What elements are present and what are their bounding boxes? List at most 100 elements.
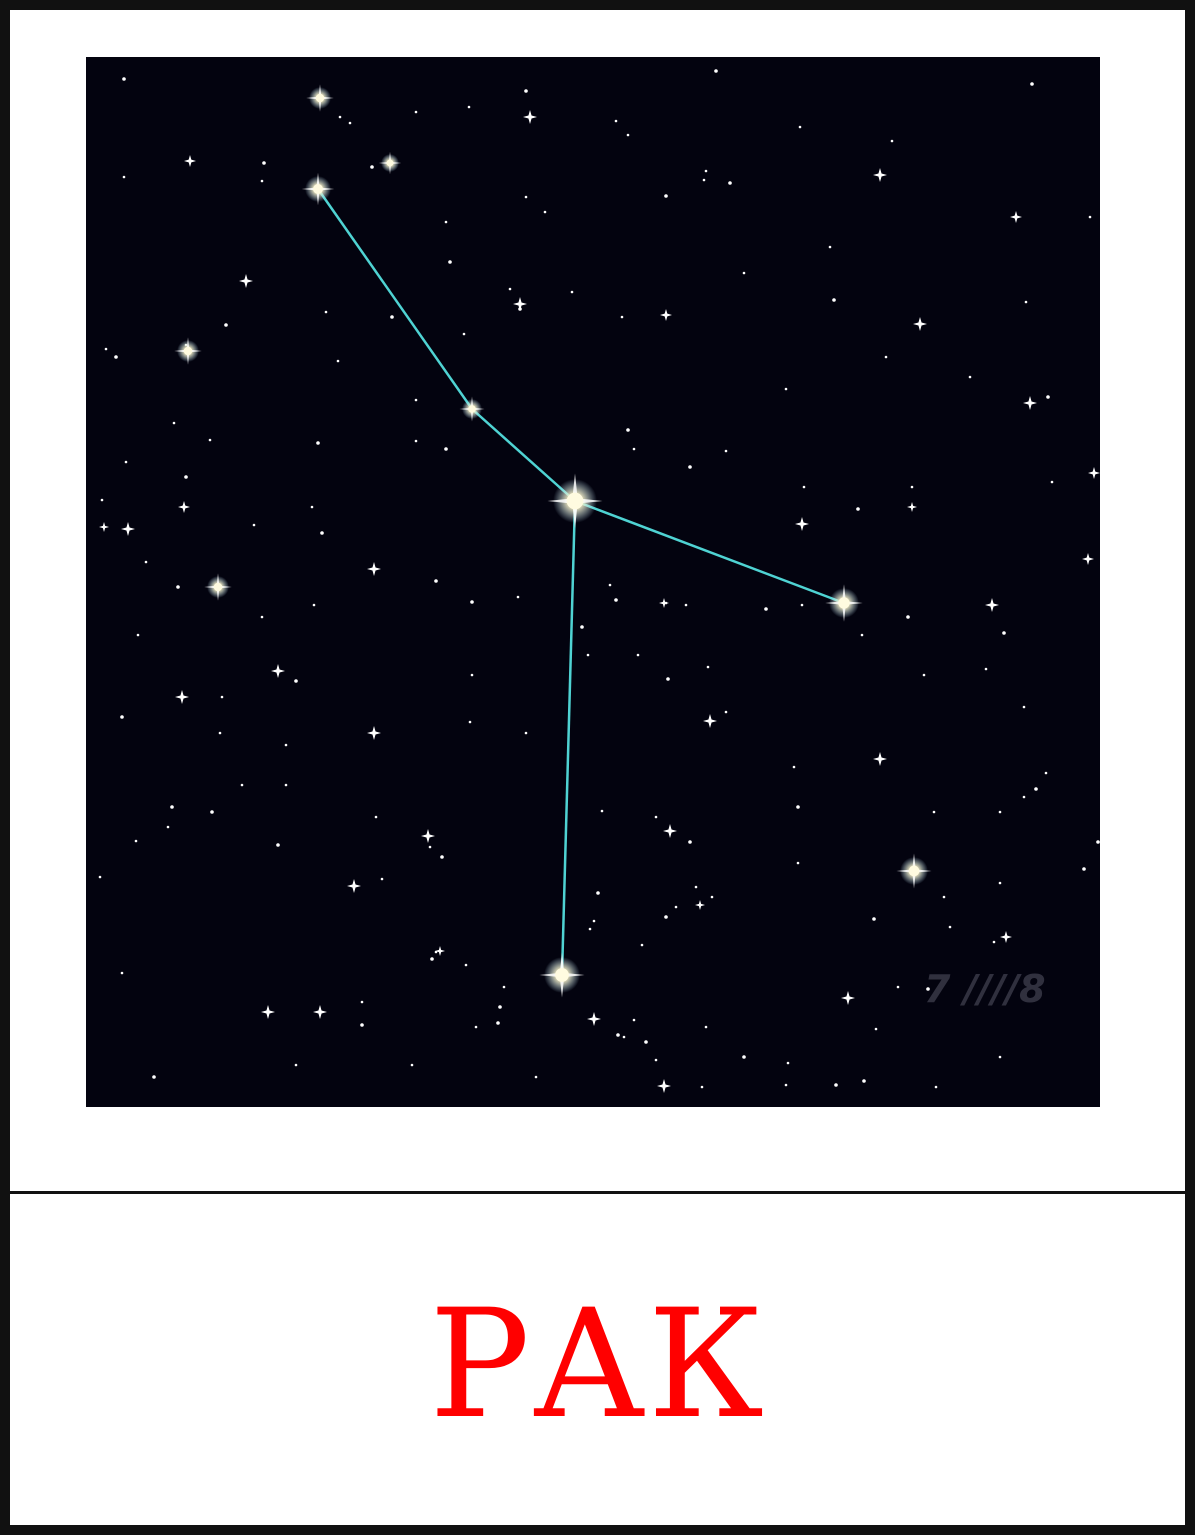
background-star-dot	[688, 840, 692, 844]
background-star-dot	[448, 260, 452, 264]
sparkle-stars	[99, 110, 1100, 1093]
background-star-dot	[370, 165, 374, 169]
background-star-dot	[728, 181, 732, 185]
background-star-dot	[1096, 840, 1100, 844]
background-star-dot	[414, 110, 418, 114]
background-star-dot	[100, 498, 104, 502]
background-star-dot	[984, 667, 988, 671]
background-star-dot	[832, 298, 836, 302]
background-star-dot	[502, 985, 506, 989]
background-star-dot	[800, 603, 804, 607]
background-star-dot	[252, 523, 256, 527]
background-star-dot	[948, 925, 952, 929]
background-star-dot	[704, 1025, 708, 1029]
background-star-dot	[1050, 480, 1054, 484]
background-star-dot	[430, 957, 434, 961]
sparkle-star	[1082, 553, 1094, 565]
background-star-dot	[586, 653, 590, 657]
background-star-dot	[592, 919, 596, 923]
background-star-dot	[284, 743, 288, 747]
sparkle-star	[367, 726, 381, 740]
background-star-dot	[122, 175, 126, 179]
constellation-lines	[316, 188, 845, 976]
background-star-dot	[1046, 395, 1050, 399]
sparkle-star	[184, 155, 196, 167]
background-star-dot	[786, 1061, 790, 1065]
sparkle-star	[435, 946, 445, 956]
background-star-dot	[1034, 787, 1038, 791]
background-star-dot	[714, 69, 718, 73]
background-star-dot	[664, 194, 668, 198]
background-star-dot	[470, 673, 474, 677]
background-star-dot	[792, 765, 796, 769]
background-star-dot	[910, 485, 914, 489]
background-star-dot	[992, 940, 996, 944]
background-star-dot	[802, 485, 806, 489]
background-star-dot	[464, 963, 468, 967]
background-star-dot	[220, 695, 224, 699]
background-star-dot	[622, 1035, 626, 1039]
background-star-dot	[134, 839, 138, 843]
background-star-dot	[172, 421, 176, 425]
background-star-dot	[1002, 631, 1006, 635]
background-star-dot	[860, 633, 864, 637]
sparkle-star	[873, 752, 887, 766]
background-star-dot	[224, 323, 228, 327]
bright-star-core	[838, 597, 850, 609]
constellation-svg: 7 ////8	[98, 69, 1100, 1093]
background-star-dot	[588, 927, 592, 931]
sparkle-star	[347, 879, 361, 893]
background-star-dot	[684, 603, 688, 607]
background-star-dot	[884, 355, 888, 359]
background-star-dot	[636, 653, 640, 657]
background-star-dot	[152, 1075, 156, 1079]
background-stars	[98, 69, 1100, 1089]
background-star-dot	[764, 607, 768, 611]
background-star-dot	[796, 805, 800, 809]
background-star-dot	[998, 810, 1002, 814]
background-star-dot	[934, 1085, 938, 1089]
sparkle-star	[313, 1005, 327, 1019]
background-star-dot	[580, 625, 584, 629]
background-star-dot	[1022, 705, 1026, 709]
background-star-dot	[922, 673, 926, 677]
bright-star-core	[566, 492, 584, 510]
background-star-dot	[742, 1055, 746, 1059]
sparkle-star	[657, 1079, 671, 1093]
sparkle-star	[175, 690, 189, 704]
background-star-dot	[614, 119, 618, 123]
background-star-dot	[136, 633, 140, 637]
background-star-dot	[336, 359, 340, 363]
background-star-dot	[640, 943, 644, 947]
background-star-dot	[120, 715, 124, 719]
background-star-dot	[210, 810, 214, 814]
background-star-dot	[496, 1021, 500, 1025]
sparkle-star	[795, 517, 809, 531]
background-star-dot	[294, 679, 298, 683]
background-star-dot	[176, 585, 180, 589]
background-star-dot	[784, 1083, 788, 1087]
background-star-dot	[218, 731, 222, 735]
constellation-line	[471, 408, 576, 502]
sparkle-star	[873, 168, 887, 182]
background-star-dot	[862, 1079, 866, 1083]
background-star-dot	[543, 210, 547, 214]
background-star-dot	[320, 531, 324, 535]
background-star-dot	[208, 438, 212, 442]
background-star-dot	[338, 115, 342, 119]
background-star-dot	[444, 447, 448, 451]
background-star-dot	[524, 731, 528, 735]
bright-star-core	[315, 93, 325, 103]
background-star-dot	[706, 665, 710, 669]
background-star-dot	[516, 595, 520, 599]
background-star-dot	[444, 220, 448, 224]
background-star-dot	[834, 1083, 838, 1087]
background-star-dot	[1044, 771, 1048, 775]
background-star-dot	[798, 125, 802, 129]
sparkle-star	[660, 309, 672, 321]
background-star-dot	[694, 885, 698, 889]
sparkle-star	[261, 1005, 275, 1019]
sparkle-star	[695, 900, 705, 910]
sparkle-star	[659, 598, 669, 608]
background-star-dot	[998, 1055, 1002, 1059]
